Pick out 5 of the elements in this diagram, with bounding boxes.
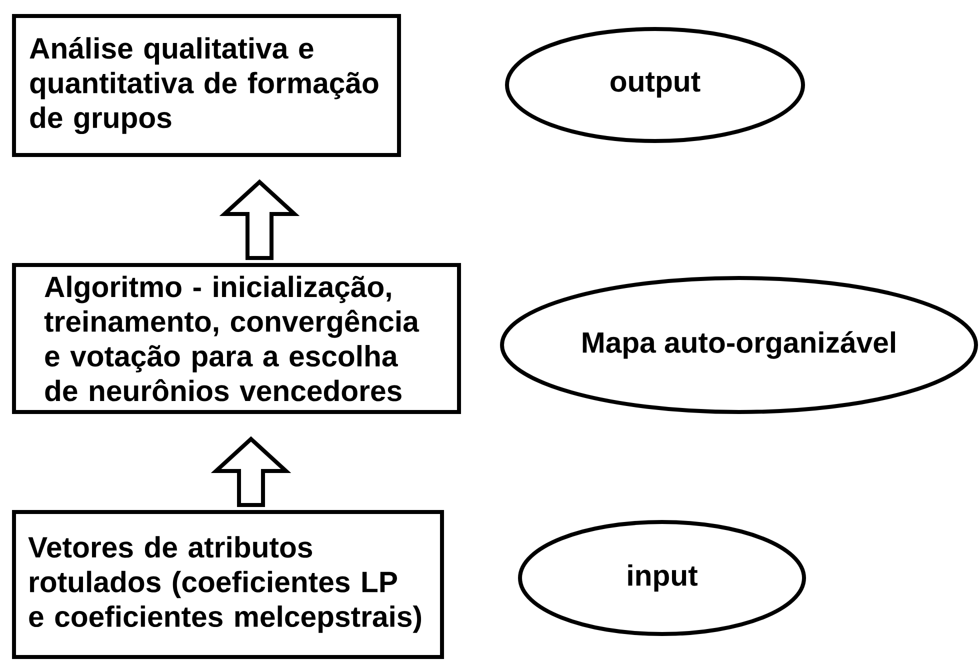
process-box: Análise qualitativa e quantitativa de formação de grupos [12, 14, 401, 157]
process-box: Vetores de atributos rotulados (coeficientes LP e coeficientes melcepstrais) [12, 510, 444, 659]
block-arrow [210, 436, 292, 507]
process-box: Algoritmo - inicialização, treinamento, convergência e votação para a escolha de neurônios vencedores [12, 263, 461, 414]
block-arrow [219, 179, 300, 260]
